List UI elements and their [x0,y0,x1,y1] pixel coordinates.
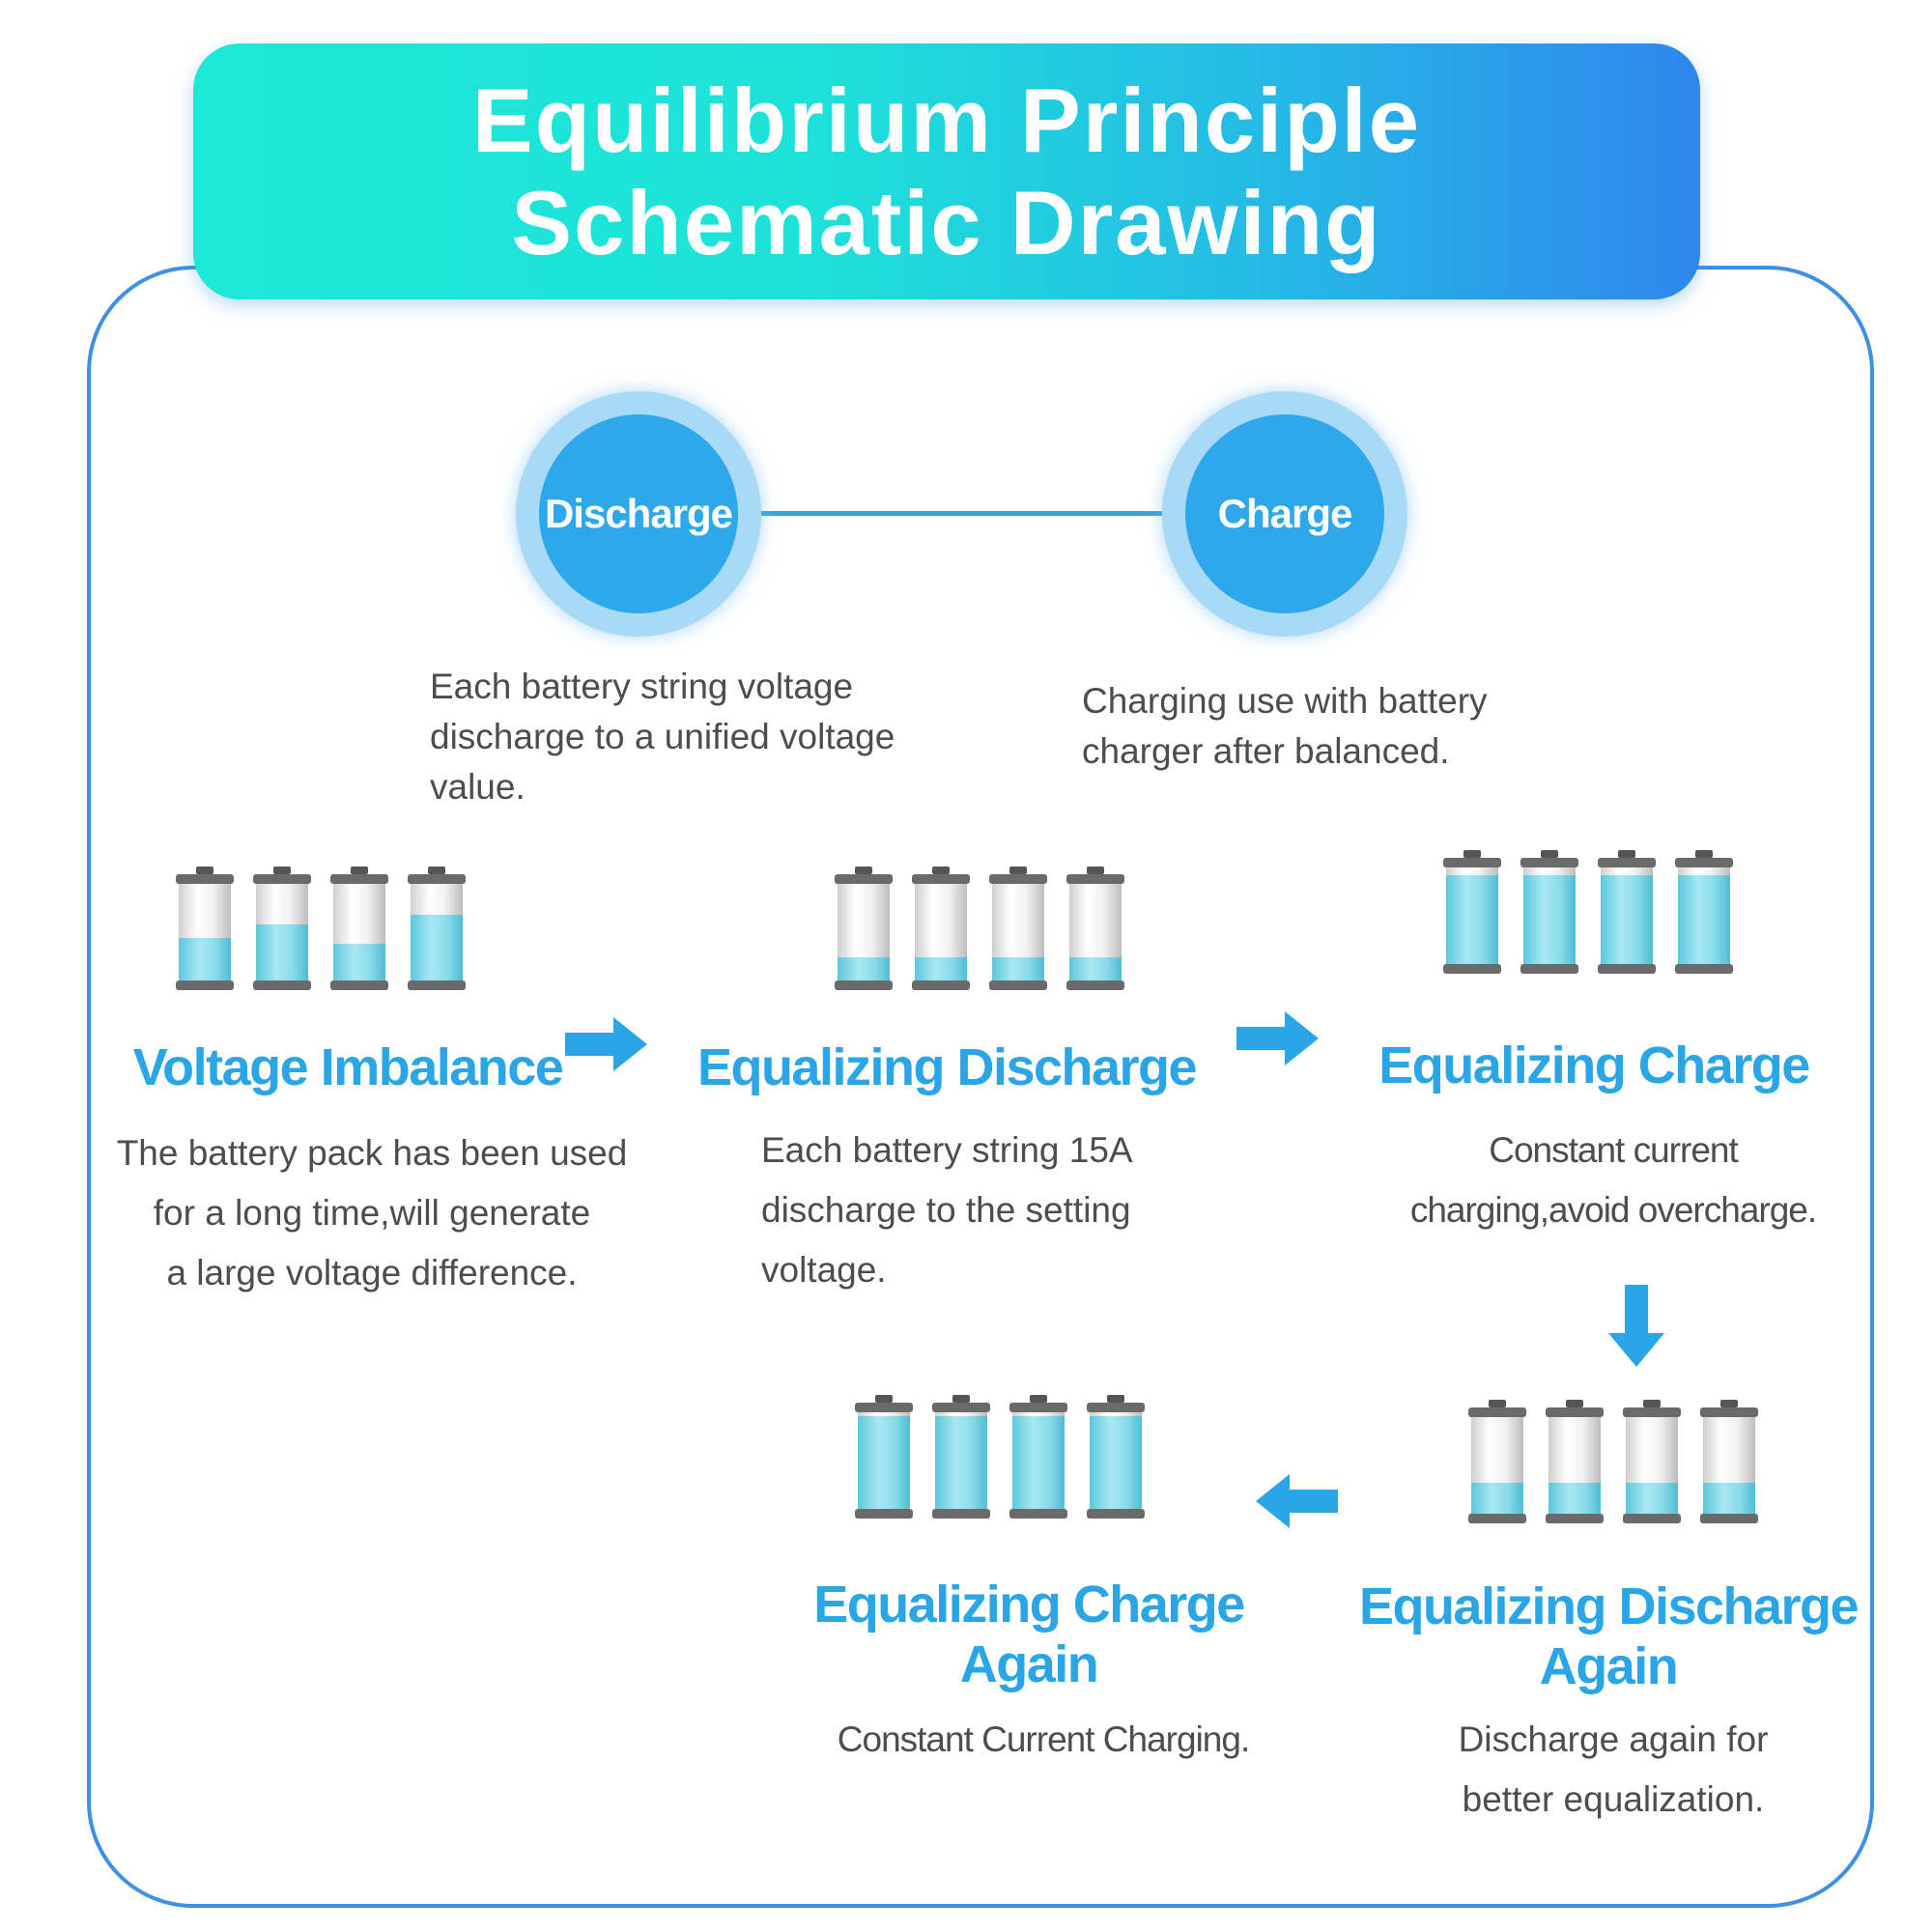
battery-icon [1066,867,1124,990]
battery-charge-level [1703,1483,1755,1514]
battery-charge-level [333,944,385,980]
charge-mode-label: Charge [1217,491,1353,536]
battery-icon [1700,1400,1758,1523]
step-title-equalizing-charge: Equalizing Charge [1357,1036,1831,1095]
battery-icon [253,867,311,990]
battery-icon [408,867,466,990]
battery-icon [912,867,970,990]
title-banner: Equilibrium Principle Schematic Drawing [193,43,1700,299]
arrow-right-icon [565,1017,647,1071]
battery-charge-level [858,1416,910,1509]
step-title-equalizing-charge-again: Equalizing Charge Again [787,1575,1270,1694]
battery-charge-level [915,957,967,980]
step-title-line: Again [959,1635,1099,1693]
description-line: Constant Current Charging. [837,1719,1250,1759]
discharge-mode-label: Discharge [544,491,733,536]
battery-charge-level [1626,1483,1678,1514]
battery-charge-level [1069,957,1122,980]
description-line: Each battery string voltage [430,667,854,706]
battery-group-equalizing-discharge-again [1466,1398,1760,1523]
battery-charge-level [1012,1416,1065,1509]
battery-icon [1087,1395,1145,1519]
description-line: discharge to the setting [761,1190,1131,1230]
step-title-line: Equalizing Discharge [1358,1577,1860,1635]
battery-charge-level [179,938,231,980]
description-line: Each battery string 15A [761,1130,1133,1170]
step-description-equalizing-discharge-again: Discharge again for better equalization. [1372,1710,1855,1830]
description-line: a large voltage difference. [166,1253,578,1293]
battery-charge-level [1678,875,1730,964]
description-line: Charging use with battery [1082,681,1488,721]
battery-charge-level [1601,875,1653,964]
battery-icon [1623,1400,1681,1523]
step-title-equalizing-discharge: Equalizing Discharge [676,1037,1217,1097]
battery-icon [1546,1400,1604,1523]
battery-icon [1675,850,1733,974]
title-line-1: Equilibrium Principle [471,69,1422,171]
description-line: Constant current [1489,1130,1739,1170]
battery-icon [855,1395,913,1519]
battery-icon [1468,1400,1526,1523]
battery-charge-level [256,924,308,980]
battery-group-equalizing-discharge [833,865,1126,990]
battery-charge-level [992,957,1044,980]
battery-group-equalizing-charge [1441,848,1735,974]
battery-icon [1520,850,1578,974]
arrow-left-icon [1256,1474,1338,1528]
battery-charge-level [1523,875,1576,964]
description-line: for a long time,will generate [153,1193,591,1233]
description-line: The battery pack has been used [116,1133,628,1173]
battery-charge-level [411,915,463,980]
step-title-line: Again [1539,1637,1679,1695]
battery-group-voltage-imbalance [174,865,468,990]
description-line: charging,avoid overcharge. [1409,1190,1817,1230]
step-title-equalizing-discharge-again: Equalizing Discharge Again [1348,1577,1869,1696]
charge-mode-description: Charging use with battery charger after … [1082,676,1488,777]
title-line-2: Schematic Drawing [511,171,1382,273]
step-description-equalizing-discharge: Each battery string 15A discharge to the… [761,1121,1244,1300]
battery-charge-level [935,1416,987,1509]
battery-icon [835,867,893,990]
description-line: value. [430,767,526,807]
battery-group-equalizing-charge-again [853,1393,1147,1519]
step-title-line: Equalizing Charge [813,1576,1245,1634]
battery-icon [330,867,388,990]
step-title-voltage-imbalance: Voltage Imbalance [97,1037,599,1097]
discharge-mode-description: Each battery string voltage discharge to… [430,662,895,812]
battery-icon [176,867,234,990]
description-line: Discharge again for [1458,1719,1769,1759]
description-line: voltage. [761,1250,887,1290]
charge-mode-circle: Charge [1162,391,1407,637]
battery-charge-level [1446,875,1498,964]
mode-connector-line [744,511,1198,516]
battery-icon [932,1395,990,1519]
description-line: better equalization. [1462,1779,1765,1819]
battery-icon [1443,850,1501,974]
battery-charge-level [838,957,890,980]
step-title-line: Voltage Imbalance [132,1038,564,1096]
step-description-voltage-imbalance: The battery pack has been used for a lon… [87,1123,657,1303]
description-line: discharge to a unified voltage [430,717,895,756]
battery-icon [989,867,1047,990]
arrow-down-icon [1608,1285,1664,1367]
battery-icon [1598,850,1656,974]
step-title-line: Equalizing Charge [1378,1037,1810,1094]
battery-icon [1009,1395,1067,1519]
arrow-right-icon [1236,1011,1319,1065]
description-line: charger after balanced. [1082,731,1450,771]
discharge-mode-circle: Discharge [516,391,761,637]
step-description-equalizing-charge: Constant current charging,avoid overchar… [1372,1121,1855,1240]
battery-charge-level [1548,1483,1601,1514]
battery-charge-level [1471,1483,1523,1514]
step-description-equalizing-charge-again: Constant Current Charging. [802,1710,1285,1770]
step-title-line: Equalizing Discharge [696,1038,1198,1096]
battery-charge-level [1090,1416,1142,1509]
